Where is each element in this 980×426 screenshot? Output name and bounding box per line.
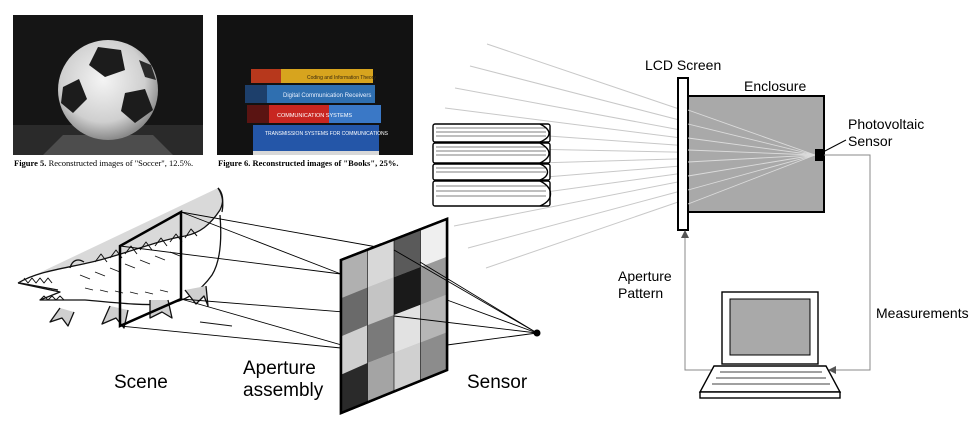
book-spine-1: Coding and Information Theory	[307, 75, 376, 81]
book-spine-3: COMMUNICATION SYSTEMS	[277, 113, 352, 119]
enclosure-box	[687, 95, 825, 213]
alligator-sketch	[17, 187, 233, 329]
soccer-figure-caption: Figure 5. Reconstructed images of "Socce…	[14, 158, 194, 168]
photovoltaic-line1: Photovoltaic	[848, 116, 925, 132]
scene-projection-lines	[119, 211, 395, 361]
book-spine-4: TRANSMISSION SYSTEMS FOR COMMUNICATIONS	[265, 131, 389, 137]
book-spine-2: Digital Communication Receivers	[283, 93, 371, 99]
aperture-pattern-line2: Pattern	[618, 285, 664, 301]
point-sensor-dot	[533, 329, 541, 337]
measurements-label: Measurements	[876, 305, 969, 321]
lcd-screen	[677, 77, 689, 231]
measurement-wire	[824, 154, 871, 371]
lcd-screen-label: LCD Screen	[645, 57, 722, 73]
measurement-arrowhead	[828, 366, 836, 374]
aperture-assembly-label: Aperture assembly	[243, 358, 323, 402]
enclosure-label: Enclosure	[744, 78, 807, 94]
books-stack-illustration	[432, 123, 552, 207]
photovoltaic-sensor	[815, 149, 823, 161]
books-figure-caption: Figure 6. Reconstructed images of "Books…	[218, 158, 399, 168]
aperture-pattern-label: Aperture Pattern	[618, 268, 672, 302]
photovoltaic-line2: Sensor	[848, 133, 893, 149]
sensor-projection-lines	[393, 249, 538, 346]
sensor-label: Sensor	[467, 372, 528, 393]
aperture-pattern-line1: Aperture	[618, 268, 672, 284]
laptop-illustration	[698, 291, 842, 399]
photovoltaic-sensor-label: Photovoltaic Sensor	[848, 116, 924, 150]
aperture-assembly-line2: assembly	[243, 380, 324, 401]
aperture-assembly-line1: Aperture	[243, 358, 316, 379]
inner-rays	[687, 109, 816, 205]
aperture-pattern-wire	[684, 236, 712, 371]
aperture-pattern-arrowhead	[681, 230, 689, 238]
soccer-reconstruction-photo	[13, 15, 203, 155]
books-reconstruction-photo: Coding and Information Theory Digital Co…	[217, 15, 413, 155]
scene-label: Scene	[114, 372, 168, 393]
photovoltaic-leader-line	[822, 139, 847, 153]
